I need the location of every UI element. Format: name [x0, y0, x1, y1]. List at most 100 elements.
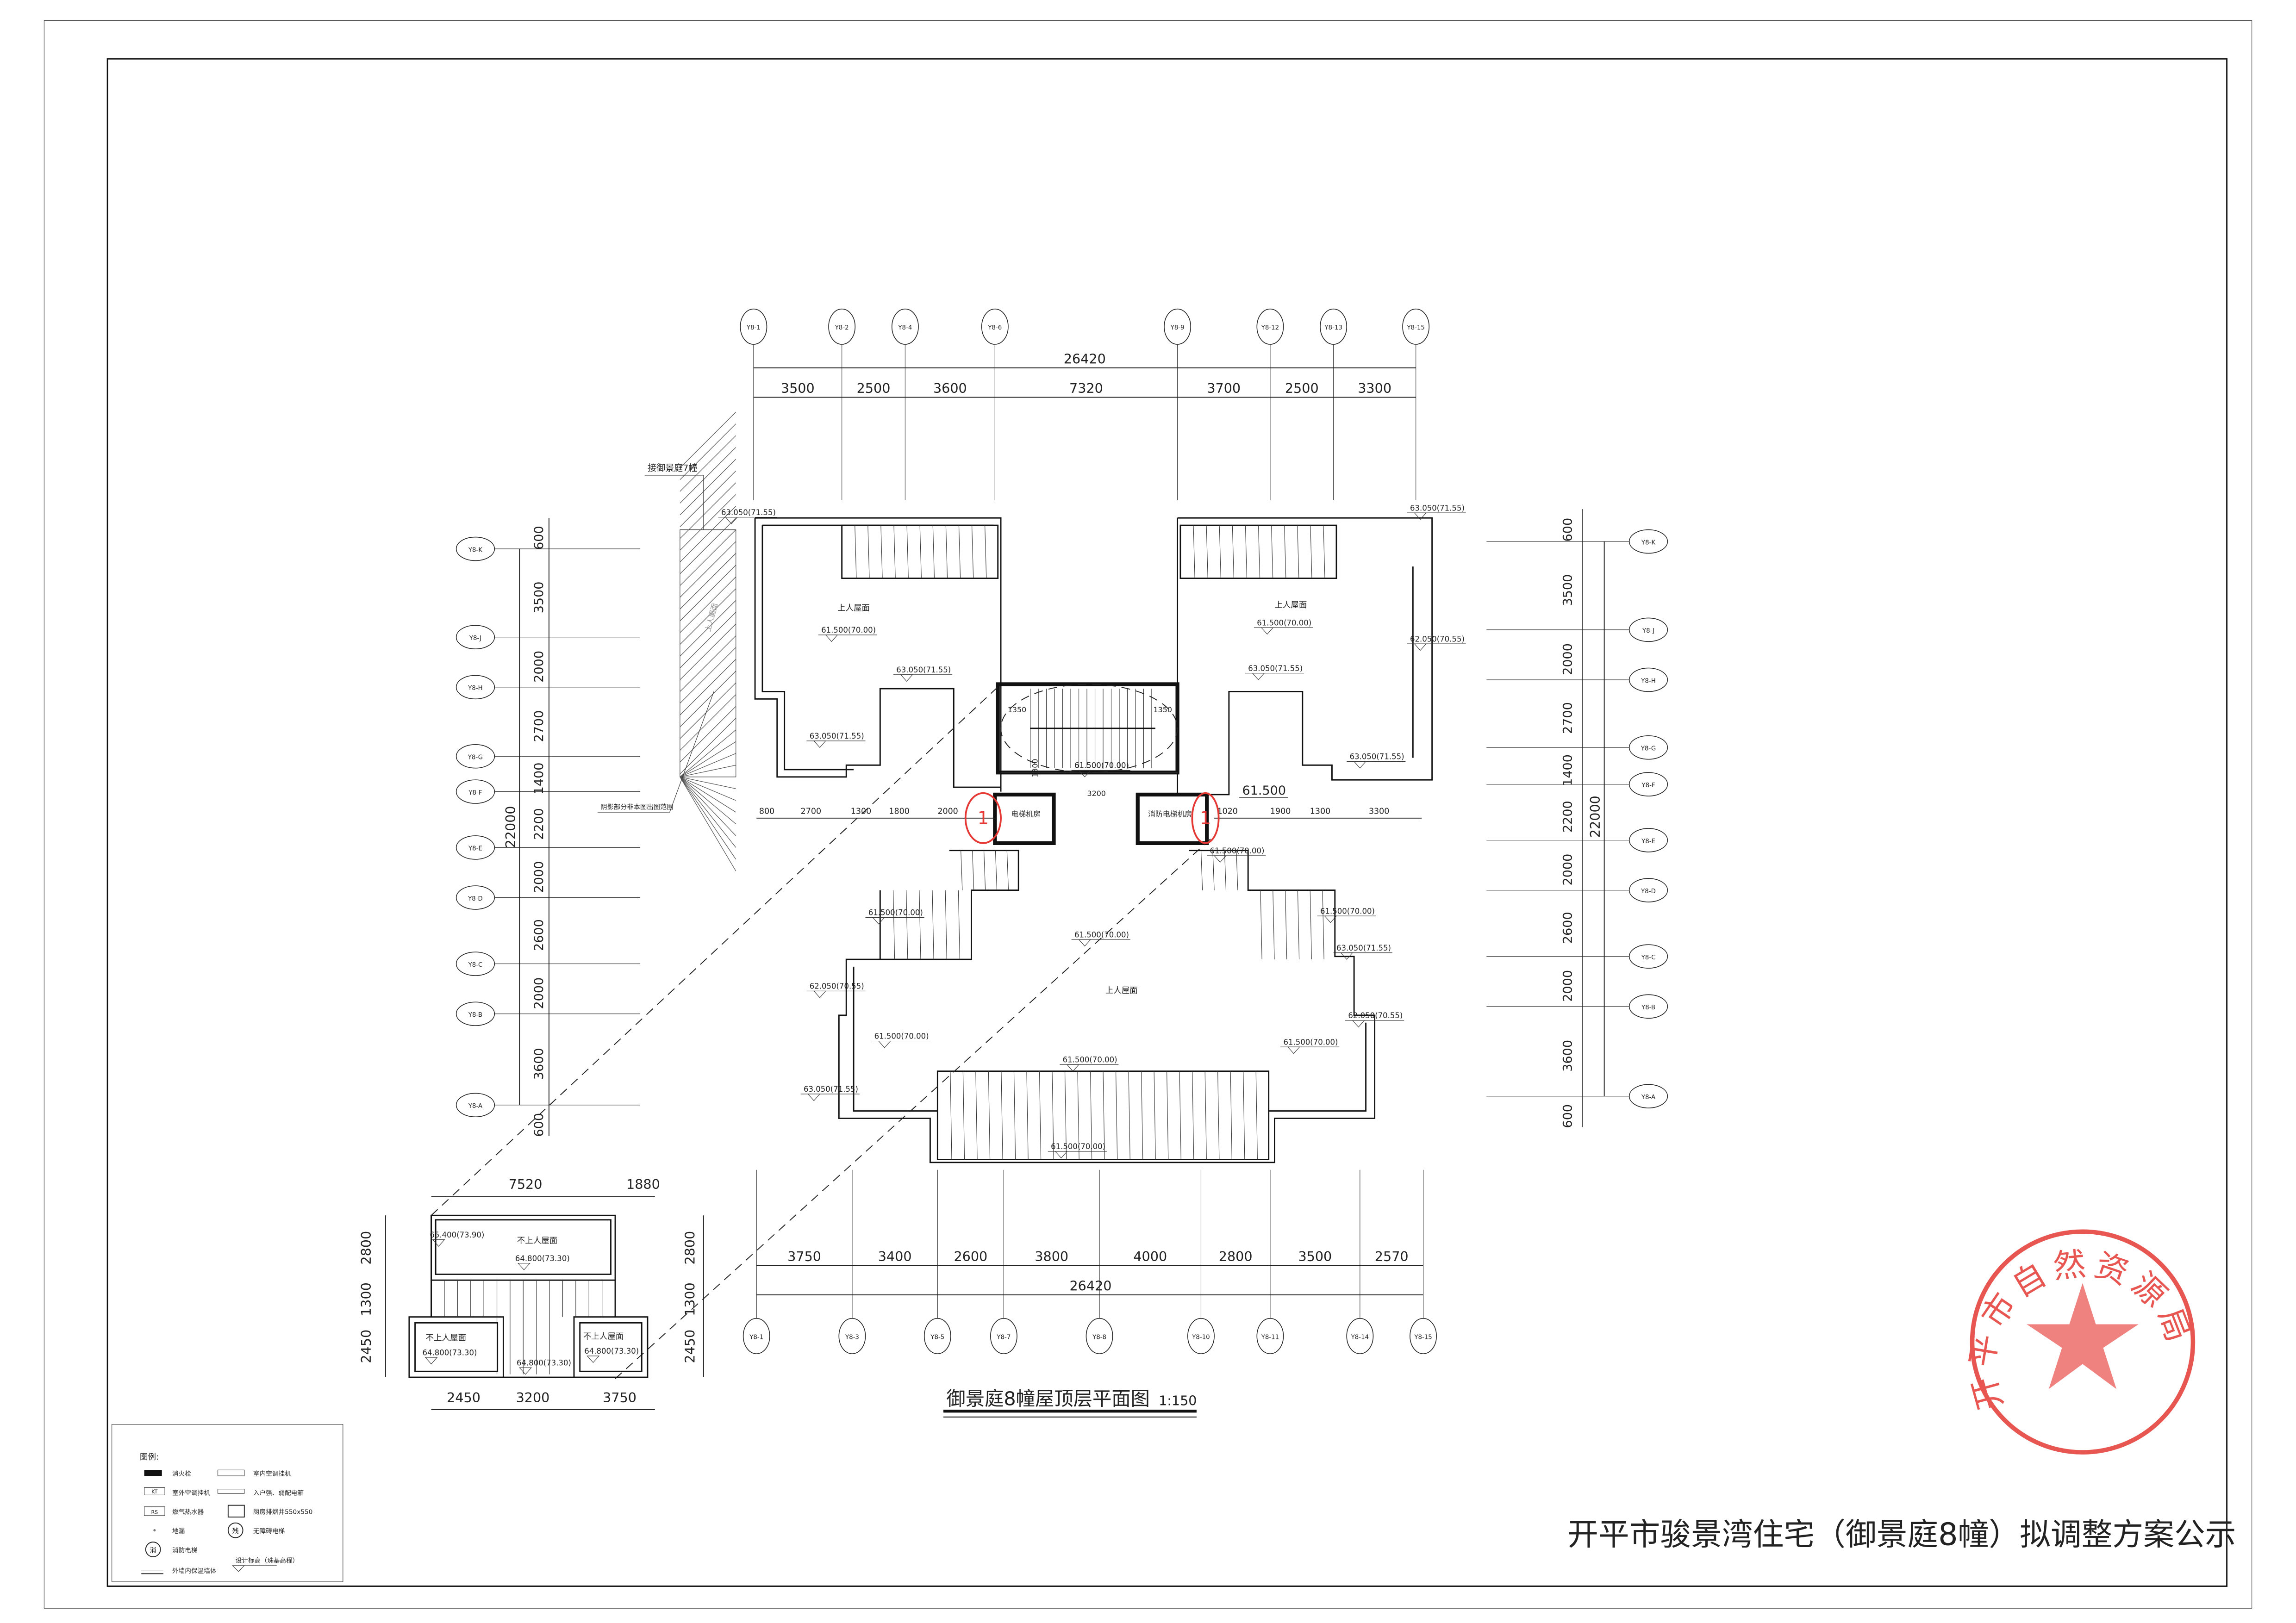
gas-heater-icon — [144, 1506, 165, 1516]
dimension-span: 3500 — [1561, 574, 1575, 606]
dimension-total: 26420 — [1064, 351, 1106, 367]
axis-bubble: Y8-14 — [1346, 1318, 1374, 1354]
axis-bubble: Y8-11 — [1256, 1318, 1284, 1354]
dimension-span: 2600 — [1561, 912, 1575, 944]
elevation-mark: 63.050(71.55) — [806, 732, 866, 748]
axis-bubble: Y8-15 — [1402, 308, 1430, 345]
dimension-span: 1300 — [358, 1282, 374, 1316]
dimension-span: 3750 — [787, 1249, 821, 1264]
revision-number: 1 — [978, 808, 989, 828]
dimension-span: 2800 — [1219, 1249, 1253, 1264]
elevation-mark: 63.050(71.55) — [1333, 944, 1392, 960]
index-line — [430, 684, 1001, 1216]
axis-bubble: Y8-C — [455, 951, 495, 976]
dimension-span: 1880 — [626, 1176, 660, 1192]
elevation-label: 63.050(71.55) — [1336, 944, 1391, 952]
axis-bubble: Y8-3 — [838, 1318, 866, 1354]
roof-plan — [754, 517, 1433, 1163]
dimension-span: 1020 — [1217, 807, 1237, 816]
axis-label: Y8-C — [468, 962, 483, 969]
elevation-mark: 61.500(70.00) — [818, 626, 877, 642]
elevation-mark: 61.500(70.00) — [1207, 846, 1266, 863]
dimension-span: 2200 — [532, 808, 546, 840]
elevation-symbol-icon — [232, 1565, 245, 1572]
dimension-span: 2700 — [532, 710, 546, 742]
elevation-label: 63.050(71.55) — [1350, 752, 1404, 761]
fire-elevator-icon — [145, 1542, 161, 1557]
axis-bubble: Y8-G — [1628, 735, 1668, 760]
dimension-span: 1400 — [532, 763, 546, 795]
axis-label: Y8-E — [468, 846, 482, 852]
dimension-span: 600 — [532, 526, 546, 550]
elevation-mark: 62.050(70.55) — [1407, 634, 1466, 651]
dimension-span: 3200 — [1087, 789, 1106, 798]
elevation-mark: 62.050(70.55) — [1345, 1011, 1404, 1028]
dimension-span: 2200 — [1561, 801, 1575, 833]
roof-type-label: 不上人屋面 — [426, 1334, 466, 1343]
legend-item-label: 消火栓 — [172, 1470, 191, 1478]
axis-bubble: Y8-E — [1628, 828, 1668, 852]
dimension-span: 3750 — [603, 1390, 636, 1405]
shaded-area-note: 阴影部分非本图出图范围 — [600, 803, 673, 811]
dimension-span: 2450 — [447, 1390, 480, 1405]
axis-bubble: Y8-H — [1628, 667, 1668, 692]
axis-label: Y8-11 — [1261, 1334, 1279, 1341]
axis-label: Y8-E — [1641, 838, 1655, 845]
axis-label: Y8-F — [1641, 782, 1655, 789]
axis-label: Y8-10 — [1192, 1334, 1210, 1341]
legend-item-label: 消防电梯 — [172, 1547, 198, 1554]
axis-bubble: Y8-1 — [742, 1318, 770, 1354]
elevation-mark: 63.050(71.55) — [1245, 664, 1304, 680]
revision-number: 1 — [1200, 808, 1211, 828]
elevation-mark: 61.500(70.00) — [1071, 761, 1130, 777]
axis-bubble: Y8-J — [455, 625, 495, 649]
elevation-label: 62.050(70.55) — [1410, 634, 1465, 643]
axis-bubble: Y8-12 — [1256, 308, 1284, 345]
elevation-label: 61.500(70.00) — [1284, 1038, 1338, 1046]
elevation-mark: 61.500(70.00) — [1280, 1038, 1340, 1054]
dimension-span: 3700 — [1207, 380, 1241, 396]
axis-bubble: Y8-H — [455, 675, 495, 700]
axis-label: Y8-12 — [1261, 324, 1279, 331]
axis-label: Y8-15 — [1406, 324, 1424, 331]
axis-label: Y8-B — [1641, 1004, 1655, 1011]
axis-bubble: Y8-10 — [1187, 1318, 1215, 1354]
elevation-mark: 61.500(70.00) — [1060, 1056, 1119, 1072]
axis-label: Y8-B — [468, 1012, 482, 1019]
axis-bubble: Y8-2 — [828, 308, 856, 345]
axis-label: Y8-J — [469, 635, 481, 642]
dimension-span: 800 — [759, 807, 774, 816]
dimension-span: 1300 — [851, 807, 871, 816]
axis-bubble: Y8-K — [455, 536, 495, 561]
dimension-total: 22000 — [503, 806, 518, 848]
roof-type-label: 不上人屋面 — [517, 1237, 557, 1246]
legend-item-label: 燃气热水器 — [172, 1508, 204, 1516]
connect-note: 接御景庭7幢 — [648, 463, 697, 473]
dimension-total: 26420 — [1069, 1278, 1111, 1293]
dimension-span: 1900 — [1270, 807, 1291, 816]
axis-bubble: Y8-8 — [1086, 1318, 1113, 1354]
outer-border — [44, 20, 2252, 1609]
roof-type-label: 不上人屋面 — [583, 1332, 624, 1341]
axis-label: Y8-4 — [898, 324, 912, 331]
elevation-label: 63.050(71.55) — [810, 732, 864, 740]
elevation-mark: 61.500(70.00) — [871, 1032, 930, 1048]
fire-hydrant-icon — [144, 1470, 162, 1476]
elevation-label: 65.400(73.90) — [430, 1231, 484, 1239]
roof-inset-plan — [408, 1214, 649, 1378]
elevation-label: 61.500(70.00) — [1210, 846, 1265, 855]
elevation-mark: 61.500(70.00) — [1317, 907, 1376, 923]
elevation-label: 64.800(73.30) — [517, 1359, 571, 1368]
dimension-span: 2800 — [358, 1231, 374, 1265]
room-label: 电梯机房 — [1011, 810, 1041, 819]
axis-bubble: Y8-9 — [1164, 308, 1191, 345]
floor-drain-icon — [153, 1529, 156, 1532]
dimension-span: 1300 — [682, 1282, 698, 1316]
legend-item-label: 室外空调挂机 — [172, 1489, 210, 1497]
elevation-label: 63.050(71.55) — [896, 665, 951, 674]
elevation-label: 64.800(73.30) — [584, 1347, 639, 1356]
axis-bubble: Y8-5 — [923, 1318, 951, 1354]
revision-marks: 1 1 — [964, 792, 1220, 844]
stair-turn-arc — [1000, 684, 1178, 773]
